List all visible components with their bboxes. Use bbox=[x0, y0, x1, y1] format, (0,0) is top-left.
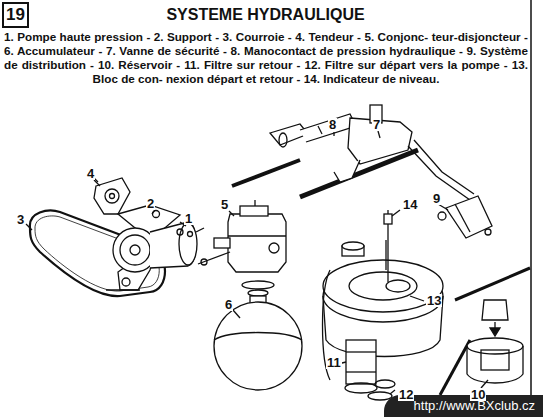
callout-number: 6 bbox=[224, 298, 233, 311]
callout-number: 2 bbox=[146, 197, 155, 210]
diagram-title: SYSTEME HYDRAULIQUE bbox=[0, 6, 531, 24]
callout-number: 9 bbox=[432, 192, 441, 205]
legend-note: 1. Pompe haute pression - 2. Support - 3… bbox=[4, 30, 528, 86]
callout-number: 14 bbox=[402, 198, 418, 211]
callout-number: 3 bbox=[16, 213, 25, 226]
callout-number: 4 bbox=[86, 167, 95, 180]
callout-number: 10 bbox=[470, 388, 486, 401]
callout-number: 1 bbox=[184, 212, 193, 225]
node-text: 19 bbox=[6, 5, 25, 24]
callout-number: 5 bbox=[220, 198, 229, 211]
callout-number: 11 bbox=[326, 356, 342, 369]
callout-number: 12 bbox=[398, 388, 414, 401]
figure-number-box: 19 bbox=[2, 2, 29, 28]
callout-number: 7 bbox=[372, 118, 381, 131]
callout-number: 8 bbox=[328, 118, 337, 131]
callout-number: 13 bbox=[426, 294, 442, 307]
